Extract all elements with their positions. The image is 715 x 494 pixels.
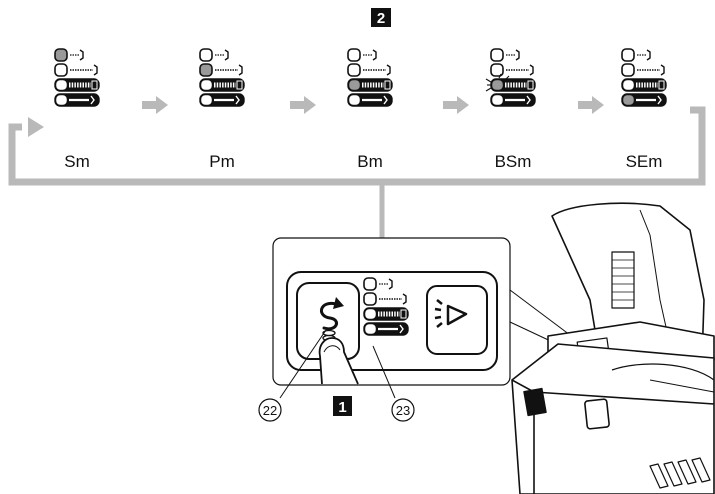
mode-label-bsm: BSm (495, 152, 532, 171)
mode-bsm-indicator-row-3 (485, 73, 536, 92)
callout-23-label: 23 (396, 403, 410, 418)
mode-pm-indicator-row-1 (199, 48, 229, 62)
lamp-icon (434, 299, 468, 328)
mode-bsm-indicator-row-2 (490, 63, 534, 77)
callout-22-leader (279, 329, 327, 399)
mode-sem: SEm (621, 48, 667, 171)
indicator-lamp (201, 95, 212, 105)
indicator-lamp (347, 48, 361, 62)
battery-vents (649, 457, 711, 489)
indicator-lamp (347, 63, 361, 77)
indicator-lamp (199, 48, 213, 62)
mode-bm-indicator-row-1 (347, 48, 377, 62)
indicator-lamp (492, 95, 503, 105)
mode-sm-indicator-row-4 (54, 93, 100, 107)
mode-label-pm: Pm (209, 152, 235, 171)
mode-label-bm: Bm (357, 152, 383, 171)
mode-sem-indicator-row-1 (621, 48, 651, 62)
mode-sm-indicator-row-1 (54, 48, 84, 62)
battery-gauge (523, 387, 547, 417)
panel-indicator-row-2 (363, 292, 407, 306)
mode-sm-indicator-row-3 (54, 78, 100, 92)
step-arrow-3 (443, 96, 469, 114)
indicator-lamp (201, 80, 212, 90)
badge-1-label: 1 (338, 399, 346, 416)
mode-label-sem: SEm (626, 152, 663, 171)
indicator-lamp (492, 80, 503, 90)
mode-sem-indicator-row-4 (621, 93, 667, 107)
mode-bsm-indicator-row-1 (490, 48, 520, 62)
indicator-lamp (54, 63, 68, 77)
badge-2-label: 2 (377, 10, 385, 27)
callout-22-circle (258, 398, 282, 422)
mode-sem-indicator-row-3 (621, 78, 667, 92)
battery-latch (584, 398, 610, 430)
impact-driver-illustration (511, 202, 715, 494)
badge-2-box (371, 8, 391, 27)
light-button[interactable] (426, 285, 488, 355)
mode-bsm: BSm (485, 48, 536, 171)
panel-indicator-column (363, 277, 409, 336)
battery-pack (511, 343, 715, 494)
indicator-lamp (54, 48, 68, 62)
zoom-leader-top (509, 289, 575, 339)
mode-pm-indicator-row-4 (199, 93, 245, 107)
indicator-lamp (349, 80, 360, 90)
indicator-lamp (363, 292, 377, 306)
mode-bsm-indicator-stack (485, 48, 536, 107)
indicator-lamp (490, 48, 504, 62)
badge-1-box (333, 396, 352, 416)
mode-bm: Bm (347, 48, 393, 171)
mode-pm-indicator-row-2 (199, 63, 243, 77)
step-arrow-2 (290, 96, 316, 114)
mode-columns: Sm Pm Bm BSm SEm (54, 48, 667, 171)
mode-bm-indicator-row-4 (347, 93, 393, 107)
mode-sem-indicator-row-2 (621, 63, 665, 77)
step-arrow-1 (142, 96, 168, 114)
mode-pm: Pm (199, 48, 245, 171)
indicator-lamp (623, 95, 634, 105)
cycle-loop-arrowhead (28, 117, 44, 137)
grip-texture (611, 251, 635, 309)
panel-indicator-stack (363, 277, 409, 336)
step-arrow-4 (578, 96, 604, 114)
panel-indicator-row-3 (363, 307, 409, 321)
mode-sm: Sm (54, 48, 100, 171)
mode-bm-indicator-stack (347, 48, 393, 107)
mode-label-sm: Sm (64, 152, 90, 171)
indicator-lamp (349, 95, 360, 105)
indicator-lamp (365, 324, 376, 334)
mode-bm-indicator-row-3 (347, 78, 393, 92)
cycle-loop-path (8, 106, 706, 186)
finger (318, 337, 359, 385)
indicator-lamp (199, 63, 213, 77)
rotation-icon (320, 297, 344, 331)
indicator-lamp (623, 80, 634, 90)
panel-indicator-row-1 (363, 277, 393, 291)
panel-indicator-row-4 (363, 322, 409, 336)
callout-23-circle (391, 398, 415, 422)
mode-bsm-indicator-row-4 (490, 93, 536, 107)
mode-sem-indicator-stack (621, 48, 667, 107)
indicator-lamp (621, 48, 635, 62)
indicator-lamp (490, 63, 504, 77)
indicator-lamp (363, 277, 377, 291)
indicator-lamp (56, 80, 67, 90)
blink-rays (485, 73, 510, 92)
mode-sm-indicator-stack (54, 48, 100, 107)
mode-bm-indicator-row-2 (347, 63, 391, 77)
mode-pm-indicator-stack (199, 48, 245, 107)
callout-22-label: 22 (263, 403, 277, 418)
step-arrows (142, 96, 604, 114)
indicator-lamp (621, 63, 635, 77)
mode-sm-indicator-row-2 (54, 63, 98, 77)
indicator-lamp (365, 309, 376, 319)
callout-23-leader (372, 345, 396, 399)
mode-pm-indicator-row-3 (199, 78, 245, 92)
indicator-lamp (56, 95, 67, 105)
